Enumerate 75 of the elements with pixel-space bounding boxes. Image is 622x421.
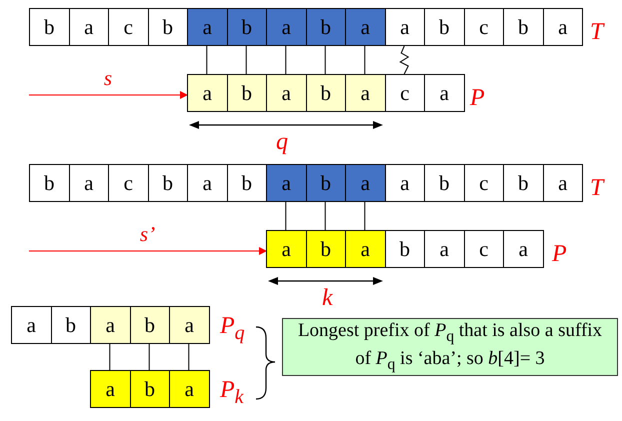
letter-cell: b bbox=[50, 306, 91, 344]
connector-line bbox=[324, 46, 326, 74]
connector-line bbox=[246, 46, 247, 74]
connector-line bbox=[364, 46, 366, 74]
length-label: q bbox=[276, 130, 288, 154]
letter-cell: a bbox=[169, 370, 210, 408]
connector-line bbox=[188, 344, 190, 370]
axis-label: T bbox=[590, 176, 604, 200]
arrow bbox=[28, 247, 267, 255]
letter-cell: b bbox=[29, 8, 70, 46]
letter-cell: b bbox=[503, 164, 544, 202]
connector-line bbox=[285, 202, 286, 230]
letter-cell: b bbox=[424, 8, 464, 46]
letter-cell: a bbox=[11, 306, 52, 344]
letter-cell: a bbox=[503, 230, 544, 268]
letter-cell: a bbox=[542, 164, 583, 202]
letter-cell: c bbox=[108, 8, 148, 46]
letter-cell: a bbox=[384, 8, 425, 46]
note-text: Longest prefix of P$_{q}$ that is also a suffix of P$_{q}$ is ‘aba’; so b[4]= 3 bbox=[296, 319, 604, 375]
letter-cell: a bbox=[187, 8, 228, 46]
letter-cell: a bbox=[68, 164, 109, 202]
edge-label: s bbox=[104, 68, 112, 89]
connector-line bbox=[324, 202, 326, 230]
letter-cell: a bbox=[345, 8, 386, 46]
letter-cell: c bbox=[108, 164, 148, 202]
edge-label: s’ bbox=[140, 224, 156, 245]
letter-cell: b bbox=[226, 164, 267, 202]
letter-cell: a bbox=[424, 230, 464, 268]
mismatch-squiggle bbox=[399, 46, 410, 74]
connector-line bbox=[109, 344, 110, 370]
pattern-label: P bbox=[470, 86, 485, 110]
letter-cell: b bbox=[306, 8, 346, 46]
connector-line bbox=[206, 46, 208, 74]
connector-line bbox=[148, 344, 150, 370]
pattern-label: P$_{q}$ bbox=[220, 314, 245, 343]
letter-cell: b bbox=[306, 74, 346, 112]
letter-cell: a bbox=[169, 306, 210, 344]
letter-cell: b bbox=[226, 74, 267, 112]
pattern-label: P$_{k}$ bbox=[220, 378, 244, 407]
letter-cell: b bbox=[306, 230, 346, 268]
letter-cell: b bbox=[148, 164, 188, 202]
letter-cell: c bbox=[464, 230, 504, 268]
letter-cell: a bbox=[424, 74, 464, 112]
letter-cell: a bbox=[384, 164, 425, 202]
pattern-label: P bbox=[552, 242, 567, 266]
letter-cell: b bbox=[130, 370, 170, 408]
letter-cell: a bbox=[266, 8, 306, 46]
letter-cell: a bbox=[266, 230, 306, 268]
letter-cell: b bbox=[226, 8, 267, 46]
letter-cell: a bbox=[542, 8, 583, 46]
letter-cell: a bbox=[345, 74, 386, 112]
letter-cell: b bbox=[424, 164, 464, 202]
letter-cell: a bbox=[90, 306, 130, 344]
arrow bbox=[28, 91, 188, 99]
letter-cell: b bbox=[148, 8, 188, 46]
letter-cell: b bbox=[306, 164, 346, 202]
letter-cell: c bbox=[384, 74, 425, 112]
letter-cell: a bbox=[345, 164, 386, 202]
connector-line bbox=[285, 46, 286, 74]
letter-cell: b bbox=[29, 164, 70, 202]
letter-cell: c bbox=[464, 164, 504, 202]
letter-cell: b bbox=[384, 230, 425, 268]
letter-cell: a bbox=[187, 74, 228, 112]
connector-line bbox=[364, 202, 366, 230]
letter-cell: c bbox=[464, 8, 504, 46]
letter-cell: b bbox=[130, 306, 170, 344]
length-label: k bbox=[322, 286, 333, 310]
letter-cell: a bbox=[90, 370, 130, 408]
letter-cell: a bbox=[187, 164, 228, 202]
letter-cell: a bbox=[345, 230, 386, 268]
letter-cell: b bbox=[503, 8, 544, 46]
letter-cell: a bbox=[266, 164, 306, 202]
letter-cell: a bbox=[68, 8, 109, 46]
axis-label: T bbox=[590, 20, 604, 44]
letter-cell: a bbox=[266, 74, 306, 112]
